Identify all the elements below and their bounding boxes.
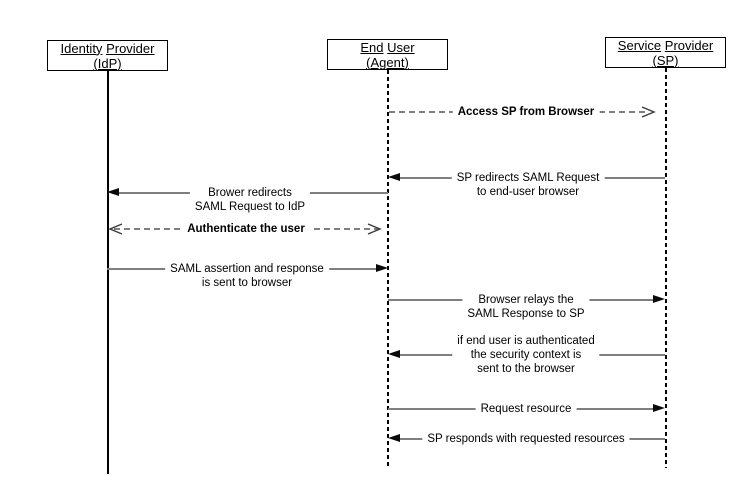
message-label-line: to end-user browser bbox=[476, 186, 580, 198]
message-label-line: Request resource bbox=[480, 403, 572, 415]
actor-name: Identity Provider bbox=[60, 40, 155, 56]
message-label-line: if end user is authenticated bbox=[457, 335, 595, 347]
message-label: SAML assertion and response is sent to b… bbox=[165, 262, 329, 290]
message-label-line: the security context is bbox=[470, 349, 582, 361]
message-label: SP redirects SAML Request to end-user br… bbox=[451, 171, 605, 199]
actor-name: Service Provider bbox=[617, 37, 714, 53]
message-label-line: SP responds with requested resources bbox=[427, 433, 625, 445]
message-label: Request resource bbox=[475, 402, 577, 416]
actor-subname: (SP) bbox=[652, 52, 679, 68]
filled-arrowhead-right-icon bbox=[653, 295, 665, 303]
message-label: SP responds with requested resources bbox=[422, 432, 630, 446]
message-label-line: Browser relays the bbox=[478, 294, 574, 306]
filled-arrowhead-left-icon bbox=[107, 188, 119, 196]
filled-arrowhead-right-icon bbox=[376, 264, 388, 272]
message-label-line: SAML assertion and response bbox=[170, 263, 324, 275]
message-label-line: Access SP from Browser bbox=[457, 106, 595, 118]
message-label: if end user is authenticated the securit… bbox=[452, 334, 600, 376]
actor-subname: (IdP) bbox=[93, 55, 122, 71]
filled-arrowhead-left-icon bbox=[388, 350, 400, 358]
open-arrowhead-right-icon bbox=[641, 106, 656, 118]
open-arrowhead-right-icon bbox=[367, 223, 382, 235]
lifeline-identity-provider bbox=[107, 71, 109, 474]
filled-arrowhead-left-icon bbox=[388, 173, 400, 181]
lifeline-service-provider bbox=[665, 68, 667, 468]
actor-name: End User bbox=[360, 39, 415, 55]
message-label-line: Authenticate the user bbox=[187, 223, 305, 235]
message-label-line: SAML Response to SP bbox=[467, 308, 585, 320]
actor-box-end-user: End User (Agent) bbox=[327, 39, 448, 70]
message-label-line: Brower redirects bbox=[208, 187, 292, 199]
filled-arrowhead-right-icon bbox=[653, 404, 665, 412]
message-label: Access SP from Browser bbox=[452, 105, 600, 119]
actor-subname: (Agent) bbox=[366, 54, 409, 70]
message-label: Authenticate the user bbox=[182, 222, 310, 236]
message-label-line: is sent to browser bbox=[201, 277, 293, 289]
actor-box-service-provider: Service Provider (SP) bbox=[605, 37, 726, 68]
message-label: Brower redirects SAML Request to IdP bbox=[189, 186, 311, 214]
message-label: Browser relays the SAML Response to SP bbox=[462, 293, 590, 321]
message-label-line: SP redirects SAML Request bbox=[456, 172, 600, 184]
message-label-line: SAML Request to IdP bbox=[194, 201, 306, 213]
message-label-line: sent to the browser bbox=[477, 363, 575, 375]
filled-arrowhead-left-icon bbox=[388, 434, 400, 442]
actor-box-identity-provider: Identity Provider (IdP) bbox=[47, 40, 168, 71]
open-arrowhead-left-icon bbox=[108, 223, 123, 235]
